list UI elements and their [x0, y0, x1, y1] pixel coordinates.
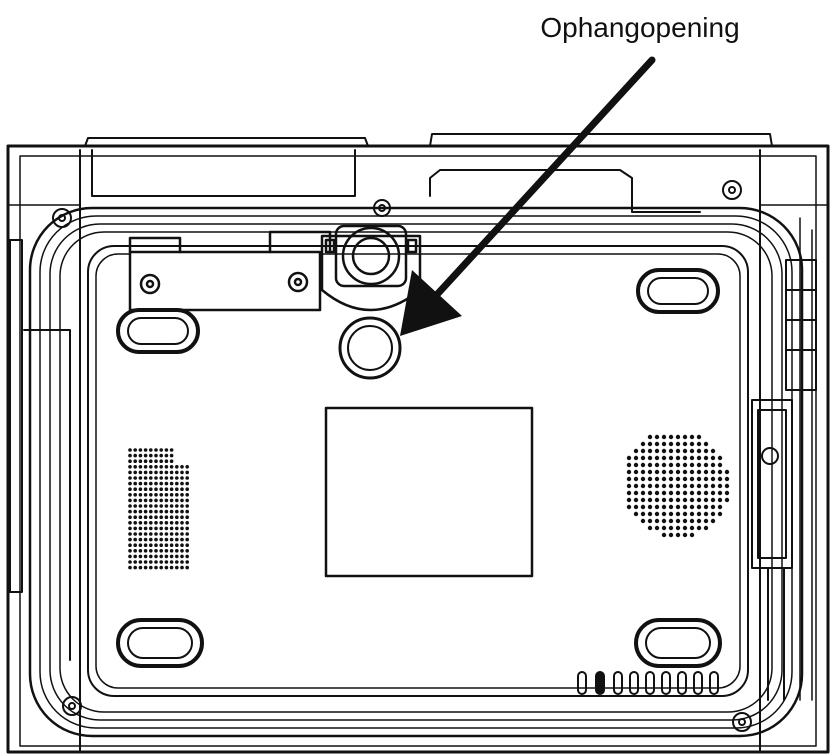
left-side-strap: [9, 239, 71, 661]
vent-slots: [577, 671, 719, 695]
tripod-mount: [320, 224, 422, 312]
arrow-pointer-icon: [400, 56, 656, 336]
label-panel: [324, 406, 534, 578]
speaker-grille-left: [128, 448, 189, 570]
corner-screws: [52, 180, 752, 732]
hanging-hole: [338, 316, 402, 380]
mounting-bracket: [128, 230, 332, 312]
side-latch: [751, 217, 817, 701]
speaker-grille-right: [626, 434, 730, 538]
top-edge-parts: [84, 133, 773, 213]
outer-housing: [6, 144, 830, 754]
callout-label: Ophangopening: [540, 12, 740, 43]
rubber-feet: [116, 268, 722, 668]
